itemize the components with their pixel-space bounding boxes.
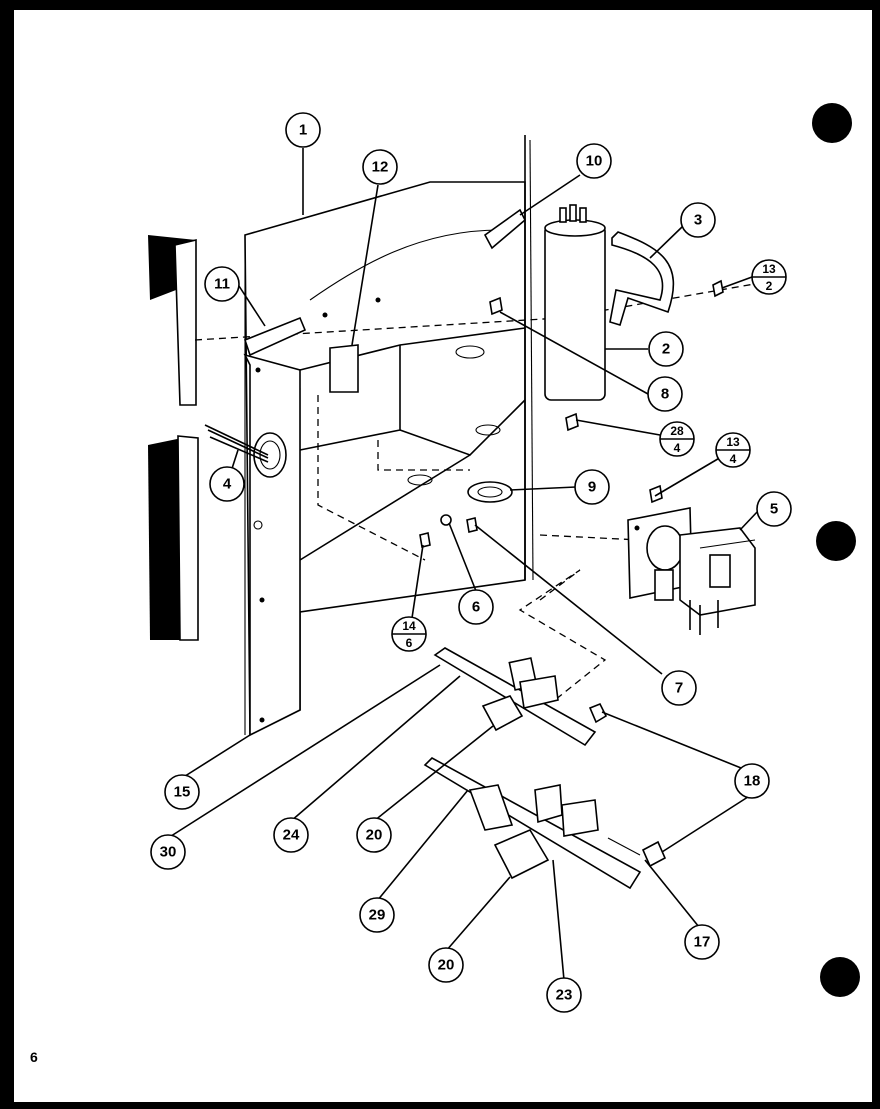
callout-24: 24 — [273, 817, 309, 853]
svg-text:13: 13 — [726, 435, 740, 449]
callout-3: 3 — [680, 202, 716, 238]
svg-text:9: 9 — [588, 479, 596, 496]
control-box-housing — [243, 135, 534, 737]
fraction-callout-14-6: 14 6 — [391, 616, 427, 652]
page-number: 6 — [30, 1049, 38, 1065]
callout-20-upper: 20 — [356, 817, 392, 853]
svg-text:20: 20 — [366, 827, 383, 844]
callout-18: 18 — [734, 763, 770, 799]
callout-10: 10 — [576, 143, 612, 179]
clip-part-12 — [329, 344, 359, 393]
svg-text:1: 1 — [299, 122, 307, 139]
svg-text:8: 8 — [661, 386, 669, 403]
svg-text:14: 14 — [402, 619, 416, 633]
fraction-callout-28-4: 28 4 — [659, 421, 695, 457]
callout-1: 1 — [285, 112, 321, 148]
callout-17: 17 — [684, 924, 720, 960]
svg-text:7: 7 — [675, 680, 683, 697]
callout-29: 29 — [359, 897, 395, 933]
svg-text:30: 30 — [160, 844, 177, 861]
svg-text:3: 3 — [694, 212, 702, 229]
svg-text:11: 11 — [214, 276, 230, 293]
relay-part-5 — [627, 507, 756, 635]
callout-8: 8 — [647, 376, 683, 412]
callout-4: 4 — [209, 466, 245, 502]
capacitor-part-2 — [544, 204, 606, 401]
callout-15: 15 — [164, 774, 200, 810]
svg-text:17: 17 — [694, 934, 711, 951]
svg-text:5: 5 — [770, 501, 778, 518]
callout-9: 9 — [574, 469, 610, 505]
svg-text:28: 28 — [670, 424, 684, 438]
callout-12: 12 — [362, 149, 398, 185]
svg-text:2: 2 — [766, 279, 773, 293]
svg-text:23: 23 — [556, 987, 573, 1004]
callout-20-lower: 20 — [428, 947, 464, 983]
valve-assembly-lower — [423, 757, 667, 890]
svg-text:10: 10 — [586, 153, 603, 170]
capacitor-strap-part-3 — [609, 231, 675, 326]
callout-11: 11 — [204, 266, 240, 302]
svg-text:20: 20 — [438, 957, 455, 974]
callout-7: 7 — [661, 670, 697, 706]
callout-23: 23 — [546, 977, 582, 1013]
svg-text:29: 29 — [369, 907, 386, 924]
callout-6: 6 — [458, 589, 494, 625]
bracket-part-11 — [244, 316, 307, 357]
callout-2: 2 — [648, 331, 684, 367]
fraction-callout-13-4: 13 4 — [715, 432, 751, 468]
binder-hole-top — [812, 103, 852, 143]
svg-text:4: 4 — [674, 441, 681, 455]
svg-text:15: 15 — [174, 784, 191, 801]
binder-hole-middle — [816, 521, 856, 561]
bracket-part-10 — [483, 208, 526, 250]
valve-assembly-upper — [433, 647, 608, 747]
callout-30: 30 — [150, 834, 186, 870]
svg-text:4: 4 — [730, 452, 737, 466]
svg-text:4: 4 — [223, 476, 232, 493]
svg-text:6: 6 — [472, 599, 480, 616]
svg-text:18: 18 — [744, 773, 761, 790]
svg-text:12: 12 — [372, 159, 389, 176]
svg-text:6: 6 — [406, 636, 413, 650]
wire-harness-part-4 — [204, 424, 269, 463]
fasteners — [419, 279, 724, 548]
svg-text:2: 2 — [662, 341, 670, 358]
leader-lines — [167, 148, 759, 981]
callout-5: 5 — [756, 491, 792, 527]
svg-text:13: 13 — [762, 262, 776, 276]
left-wall-fragment — [148, 235, 199, 641]
svg-text:24: 24 — [283, 827, 300, 844]
fraction-callout-13-2: 13 2 — [751, 259, 787, 295]
binder-hole-bottom — [820, 957, 860, 997]
